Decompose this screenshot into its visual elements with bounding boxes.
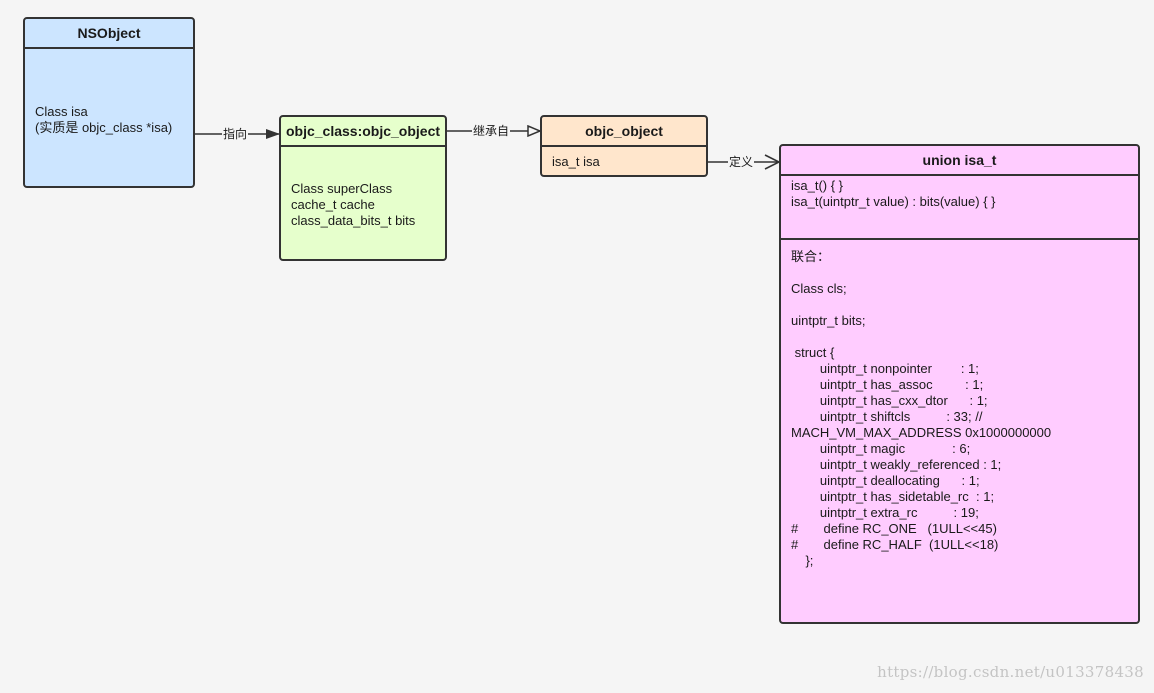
objc-class-body: Class superClass cache_t cache class_dat… <box>281 147 445 229</box>
objc-object-box[interactable]: objc_object isa_t isa <box>540 115 708 177</box>
objc-object-body: isa_t isa <box>542 147 706 170</box>
isa-t-member-line <box>791 297 1134 313</box>
isa-t-member-line: # define RC_ONE (1ULL<<45) <box>791 521 997 536</box>
nsobject-field: Class isa <box>35 104 88 119</box>
isa-t-union-box[interactable]: union isa_t isa_t() { } isa_t(uintptr_t … <box>779 144 1140 624</box>
isa-t-member-line: 联合： <box>791 249 831 264</box>
isa-t-member-line: uintptr_t magic : 6; <box>791 441 971 456</box>
isa-t-method: isa_t(uintptr_t value) : bits(value) { } <box>791 194 996 209</box>
isa-t-member-line: Class cls; <box>791 281 847 296</box>
edge-label-defines: 定义 <box>728 155 755 169</box>
objc-class-field: Class superClass <box>291 181 393 196</box>
isa-t-member-line: uintptr_t bits; <box>791 313 866 328</box>
isa-t-method: isa_t() { } <box>791 178 844 193</box>
isa-t-member-line: struct { <box>791 345 835 360</box>
objc-class-field: cache_t cache <box>291 197 375 212</box>
isa-t-members: 联合： Class cls; uintptr_t bits; struct { … <box>781 240 1138 569</box>
objc-object-title: objc_object <box>542 117 706 147</box>
nsobject-field-note: (实质是 objc_class *isa) <box>35 120 173 135</box>
isa-t-member-line: MACH_VM_MAX_ADDRESS 0x1000000000 <box>791 425 1052 440</box>
isa-t-member-line: }; <box>791 553 814 568</box>
objc-class-field: class_data_bits_t bits <box>291 213 416 228</box>
isa-t-member-line: uintptr_t deallocating : 1; <box>791 473 980 488</box>
watermark: https://blog.csdn.net/u013378438 <box>877 663 1144 681</box>
isa-t-title: union isa_t <box>781 146 1138 176</box>
isa-t-member-line: uintptr_t weakly_referenced : 1; <box>791 457 1002 472</box>
nsobject-body: Class isa (实质是 objc_class *isa) <box>25 49 193 136</box>
isa-t-member-line <box>791 329 1134 345</box>
isa-t-member-line: uintptr_t has_sidetable_rc : 1; <box>791 489 995 504</box>
nsobject-class-box[interactable]: NSObject Class isa (实质是 objc_class *isa) <box>23 17 195 188</box>
isa-t-member-line: uintptr_t shiftcls : 33; // <box>791 409 983 424</box>
isa-t-member-line: # define RC_HALF (1ULL<<18) <box>791 537 999 552</box>
isa-t-member-line: uintptr_t has_assoc : 1; <box>791 377 984 392</box>
isa-t-member-line: uintptr_t has_cxx_dtor : 1; <box>791 393 988 408</box>
isa-t-member-line: uintptr_t nonpointer : 1; <box>791 361 979 376</box>
isa-t-member-line: uintptr_t extra_rc : 19; <box>791 505 979 520</box>
objc-object-field: isa_t isa <box>552 154 600 169</box>
edge-label-points-to: 指向 <box>222 127 249 141</box>
objc-class-box[interactable]: objc_class:objc_object Class superClass … <box>279 115 447 261</box>
objc-class-title: objc_class:objc_object <box>281 117 445 147</box>
isa-t-member-line <box>791 265 1134 281</box>
isa-t-methods: isa_t() { } isa_t(uintptr_t value) : bit… <box>781 176 1138 240</box>
edge-label-inherits: 继承自 <box>472 124 511 138</box>
nsobject-title: NSObject <box>25 19 193 49</box>
